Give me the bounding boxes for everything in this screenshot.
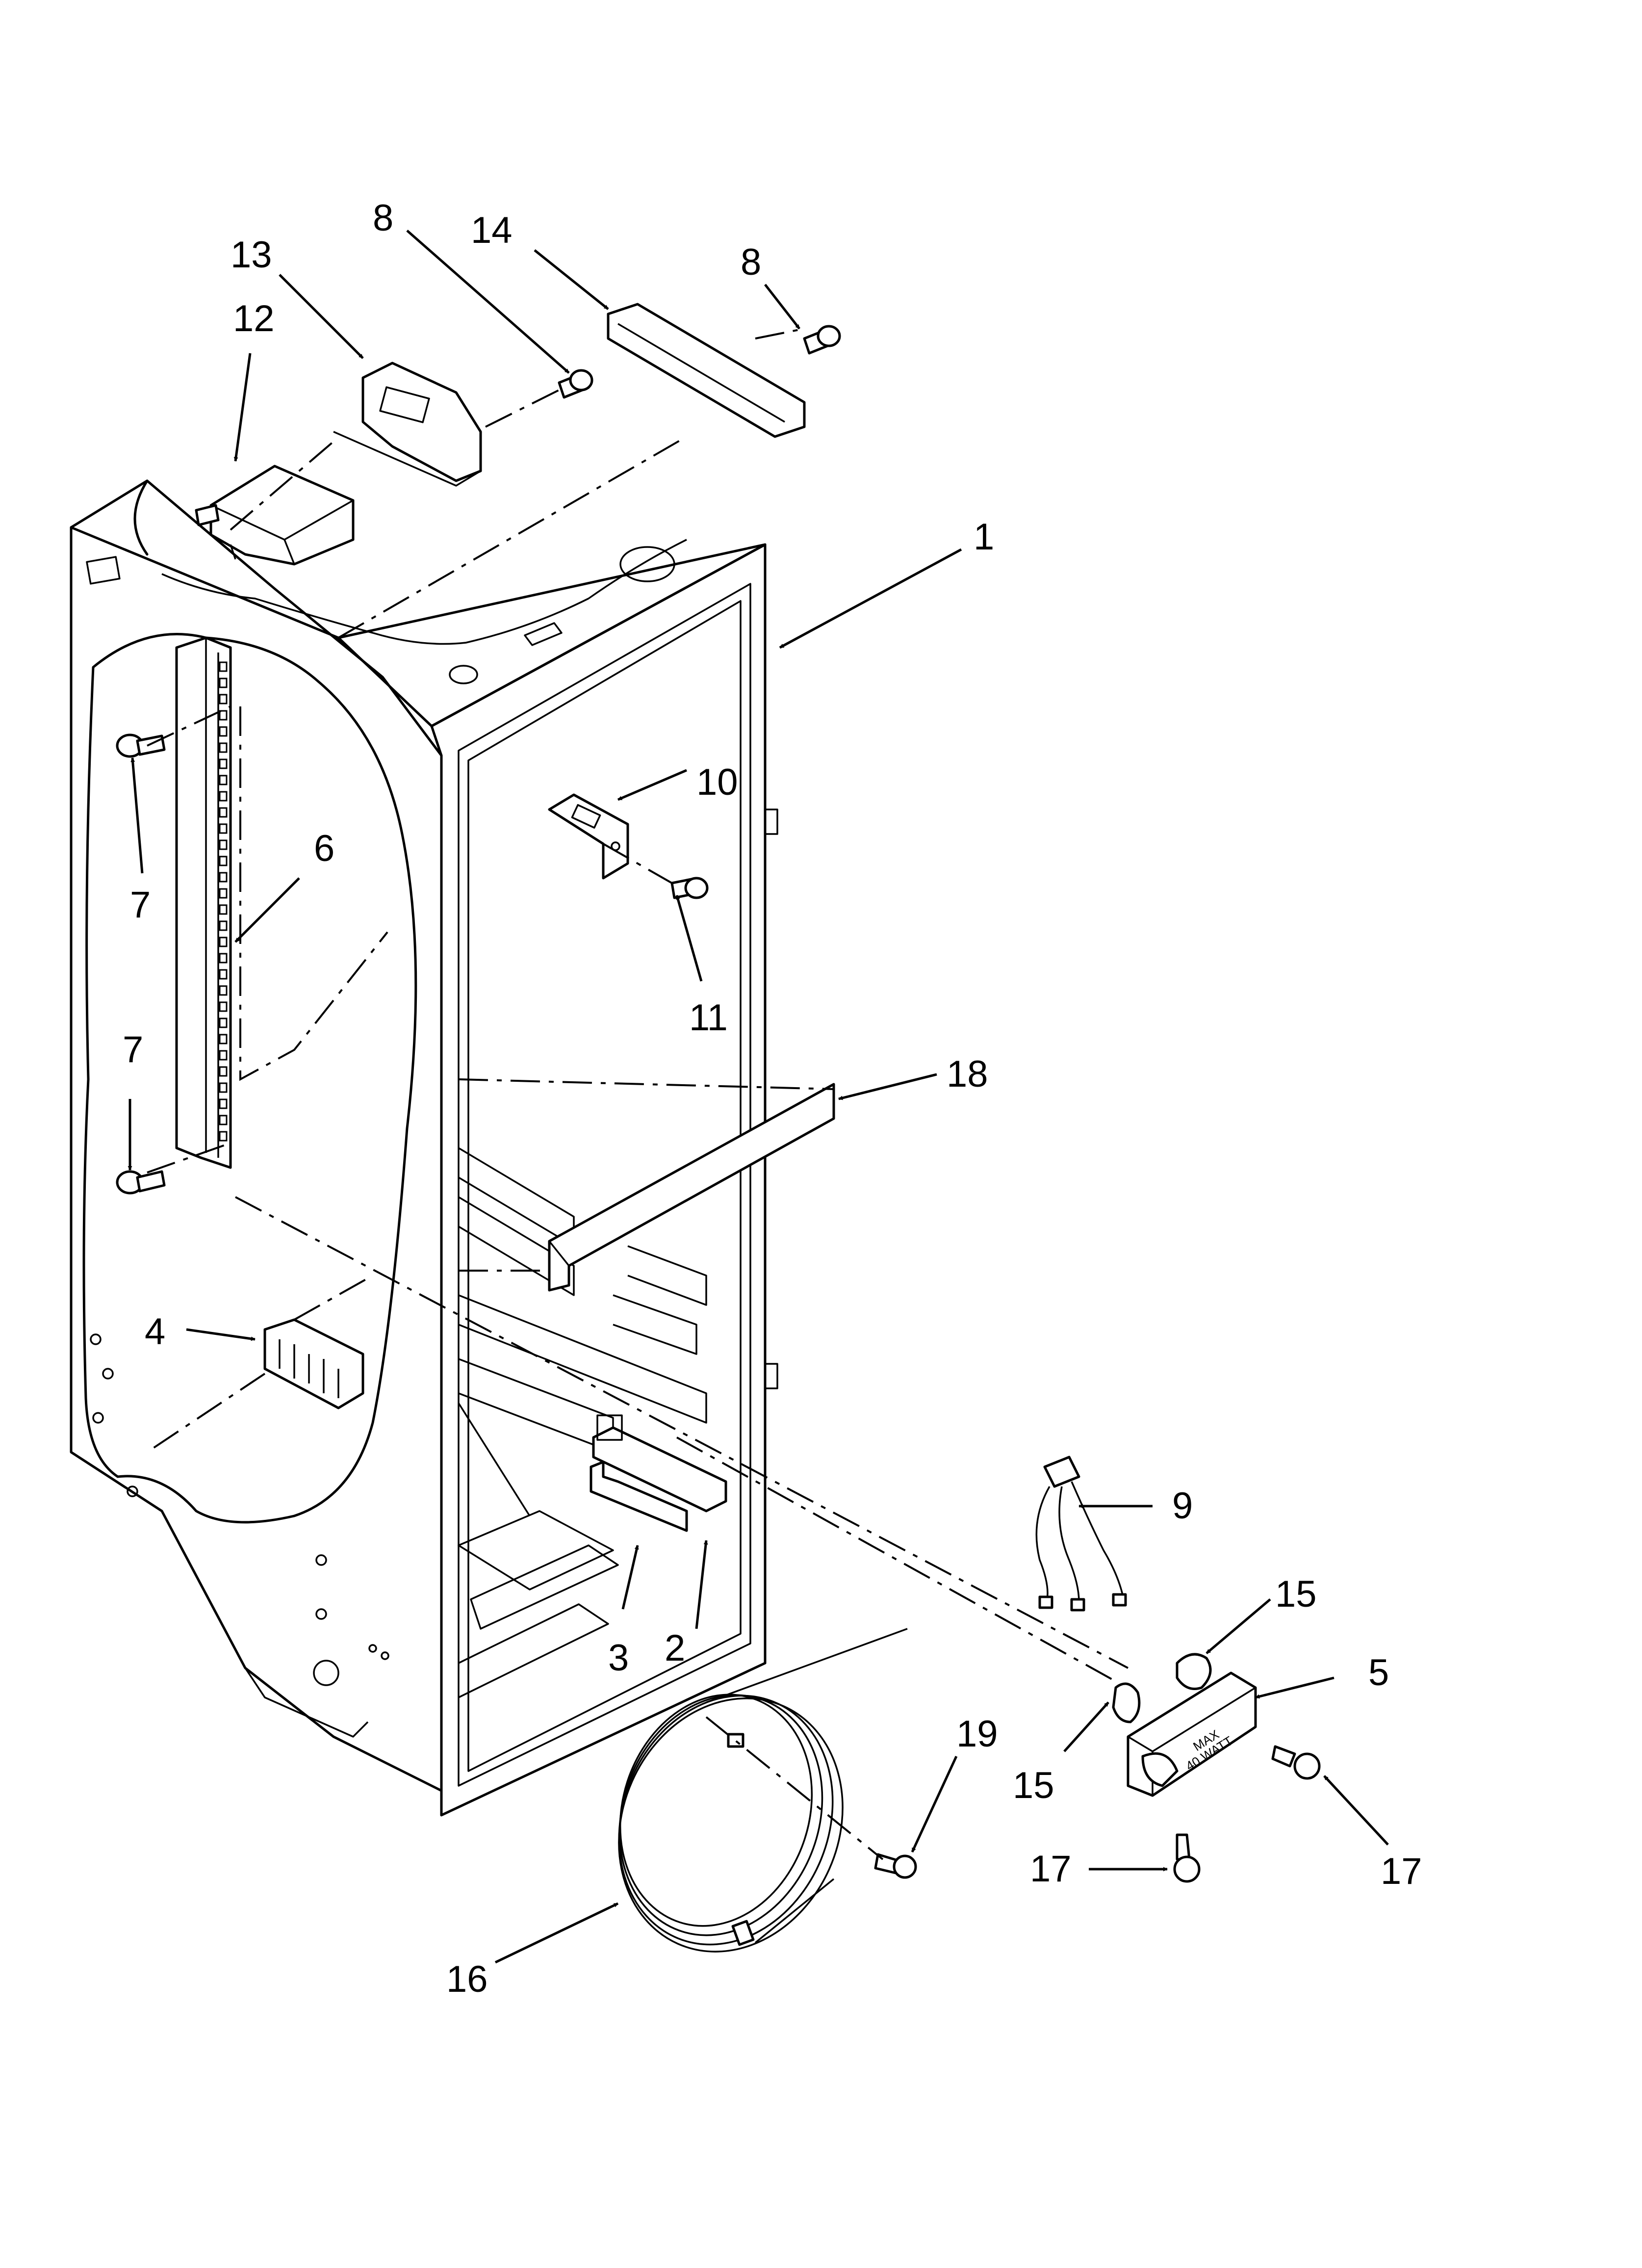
clip-part-15-upper bbox=[1176, 1653, 1212, 1690]
callout-16: 16 bbox=[446, 1958, 488, 2000]
ladder-slot bbox=[219, 985, 228, 996]
ladder-slot bbox=[219, 726, 228, 737]
ladder-slot bbox=[219, 856, 228, 866]
ladder-slot bbox=[219, 1017, 228, 1028]
ladder-slot bbox=[219, 1082, 228, 1093]
ladder-slot bbox=[219, 872, 228, 883]
ladder-slot bbox=[219, 807, 228, 818]
callout-2: 2 bbox=[665, 1627, 685, 1669]
callout-4: 4 bbox=[145, 1311, 165, 1353]
callout-18: 18 bbox=[947, 1053, 988, 1095]
callout-7-lower: 7 bbox=[123, 1029, 143, 1070]
callout-6: 6 bbox=[314, 828, 334, 869]
rail-part-14 bbox=[607, 303, 806, 438]
bracket-part-3 bbox=[590, 1460, 688, 1532]
callout-9: 9 bbox=[1172, 1485, 1193, 1527]
assembly-lines bbox=[146, 328, 1129, 1860]
ladder-slot bbox=[219, 839, 228, 850]
ladder-slot bbox=[219, 1001, 228, 1012]
callout-labels: 1 2 3 4 5 6 7 7 8 8 9 10 11 12 13 14 15 … bbox=[123, 197, 1422, 2000]
ladder-slot bbox=[219, 678, 228, 688]
callout-17-lower: 17 bbox=[1030, 1848, 1072, 1890]
clip-part-15-lower bbox=[1112, 1682, 1141, 1723]
screw-part-7-upper bbox=[116, 733, 166, 758]
callout-7-upper: 7 bbox=[130, 884, 151, 926]
ladder-slot bbox=[219, 920, 228, 931]
lamp-socket-part-5: MAX 40 WATT bbox=[1127, 1671, 1257, 1797]
ladder-slot bbox=[219, 1066, 228, 1077]
callout-10: 10 bbox=[696, 761, 738, 803]
callout-17-right: 17 bbox=[1381, 1851, 1422, 1892]
screw-part-8-right bbox=[803, 325, 841, 355]
callout-8-left: 8 bbox=[373, 197, 393, 239]
callout-12: 12 bbox=[233, 298, 275, 339]
callout-14: 14 bbox=[471, 209, 513, 251]
bracket-part-10 bbox=[548, 793, 629, 880]
ladder-slot bbox=[219, 1050, 228, 1061]
ladder-slot bbox=[219, 1131, 228, 1142]
callout-leaders bbox=[128, 230, 1389, 1964]
ladder-slot bbox=[219, 904, 228, 915]
callout-11: 11 bbox=[689, 997, 728, 1039]
ladder-slot bbox=[219, 661, 228, 672]
callout-5: 5 bbox=[1368, 1652, 1389, 1694]
screw-part-8-left bbox=[558, 369, 593, 399]
screw-part-11 bbox=[670, 877, 709, 899]
bracket-part-2 bbox=[592, 1414, 727, 1512]
ladder-slot bbox=[219, 823, 228, 834]
ladder-slot bbox=[219, 937, 228, 947]
ladder-slot bbox=[219, 1034, 228, 1044]
ladder-slot bbox=[219, 969, 228, 980]
callout-1: 1 bbox=[974, 516, 994, 558]
ladder-slot bbox=[219, 758, 228, 769]
ladder-slot bbox=[219, 953, 228, 964]
wire-harness-part-9 bbox=[1035, 1456, 1127, 1612]
callout-8-right: 8 bbox=[741, 241, 761, 283]
shelf-ladder bbox=[175, 636, 232, 1169]
pin-part-17-lower bbox=[1173, 1833, 1201, 1883]
ladder-slot bbox=[219, 888, 228, 899]
grille-part-4 bbox=[263, 1318, 364, 1409]
callout-13: 13 bbox=[231, 234, 272, 276]
callout-15-upper: 15 bbox=[1275, 1573, 1317, 1615]
control-housing-part-12 bbox=[195, 465, 355, 566]
ladder-slot bbox=[219, 1115, 228, 1125]
screw-part-7-lower bbox=[116, 1170, 166, 1195]
ladder-slot bbox=[219, 775, 228, 785]
water-tube-coil-part-16 bbox=[618, 1628, 908, 1953]
callout-3: 3 bbox=[608, 1637, 629, 1679]
ladder-slot bbox=[219, 791, 228, 802]
callout-19: 19 bbox=[956, 1713, 998, 1755]
callout-15-lower: 15 bbox=[1013, 1765, 1054, 1806]
ladder-slot bbox=[219, 710, 228, 721]
ladder-slot bbox=[219, 694, 228, 704]
ladder-slot bbox=[219, 742, 228, 753]
cover-part-18 bbox=[548, 1083, 835, 1292]
cabinet-liner bbox=[70, 479, 778, 1817]
bracket-part-13 bbox=[333, 362, 482, 487]
ladder-slot bbox=[219, 1098, 228, 1109]
pin-part-17-right bbox=[1271, 1745, 1321, 1780]
